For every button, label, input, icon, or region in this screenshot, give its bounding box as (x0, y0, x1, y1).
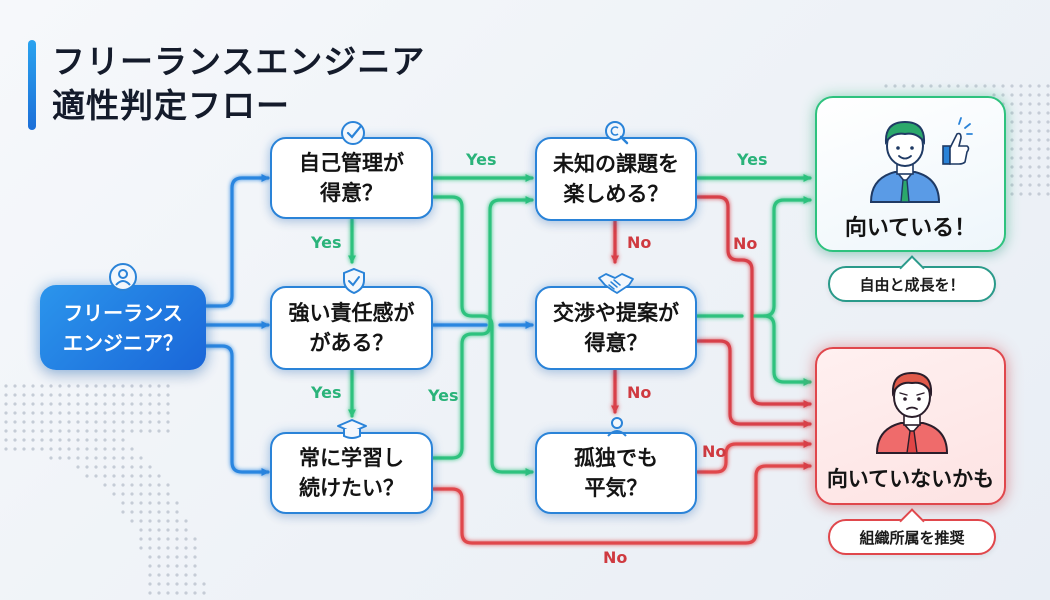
edge-q4-to-bad (695, 195, 812, 408)
edge-q1-to-q6 (431, 195, 534, 476)
worried-person-icon (875, 371, 949, 454)
edge-label-q2-q3: Yes (311, 383, 342, 402)
question-node-responsibility[interactable]: 強い責任感が がある？ (270, 286, 433, 370)
question-label: 常に学習し 続けたい？ (299, 446, 404, 500)
thumbs-up-person-icon (869, 117, 973, 203)
note-text-not-suitable: 組織所属を推奨 (859, 528, 965, 547)
edge-label-q4-bad: No (733, 234, 758, 253)
edge-q5-to-bad-red (695, 339, 812, 428)
question-label: 自己管理が 得意？ (299, 151, 404, 205)
shield-check-icon (337, 266, 371, 296)
edge-q3-to-bad (431, 462, 812, 545)
result-card-not-suitable[interactable]: 向いていないかも (815, 347, 1006, 505)
edge-label-q6-bad: No (702, 442, 727, 461)
question-label: 強い責任感が がある？ (288, 301, 415, 355)
edge-start-to-q1 (204, 174, 270, 308)
edge-label-q4-q5: No (627, 233, 652, 252)
question-node-self-management[interactable]: 自己管理が 得意？ (270, 137, 433, 219)
edge-label-q4-good: Yes (737, 150, 768, 169)
magnifier-icon (599, 118, 633, 148)
edge-label-q3-q4: Yes (428, 386, 459, 405)
title-accent-bar (28, 40, 36, 130)
result-card-suitable[interactable]: 向いている！ (815, 96, 1006, 252)
edge-q3-to-q4 (431, 196, 534, 460)
note-bubble-not-suitable: 組織所属を推奨 (828, 508, 996, 555)
check-circle-icon (337, 118, 371, 148)
edge-q5-to-bad (762, 314, 812, 386)
title-line-1: フリーランスエンジニア (52, 42, 426, 81)
graduation-cap-icon (335, 415, 369, 445)
result-label-not-suitable: 向いていないかも (826, 467, 995, 491)
user-icon (106, 262, 140, 292)
edge-label-q1-q4: Yes (466, 150, 497, 169)
start-node[interactable]: フリーランス エンジニア？ (40, 285, 206, 370)
question-node-negotiation[interactable]: 交渉や提案が 得意？ (535, 286, 697, 370)
handshake-icon (597, 268, 635, 298)
edge-label-q3-bad: No (603, 548, 628, 567)
note-bubble-suitable: 自由と成長を！ (828, 255, 996, 302)
question-node-learning[interactable]: 常に学習し 続けたい？ (270, 432, 433, 514)
edge-q6-to-bad (695, 440, 812, 474)
start-node-label: フリーランス エンジニア？ (63, 300, 183, 355)
question-node-unknown-challenges[interactable]: 未知の課題を 楽しめる？ (535, 137, 697, 221)
question-node-solitude[interactable]: 孤独でも 平気？ (535, 432, 697, 514)
question-label: 未知の課題を 楽しめる？ (553, 152, 679, 206)
question-label: 交渉や提案が 得意？ (553, 301, 679, 355)
title-line-2: 適性判定フロー (52, 86, 290, 125)
edge-start-to-q3 (204, 344, 270, 476)
person-icon (600, 414, 634, 444)
question-label: 孤独でも 平気？ (574, 446, 658, 500)
note-text-suitable: 自由と成長を！ (859, 275, 965, 294)
edge-label-q1-q2: Yes (311, 233, 342, 252)
result-label-suitable: 向いている！ (844, 216, 977, 241)
edge-label-q5-q6: No (627, 383, 652, 402)
